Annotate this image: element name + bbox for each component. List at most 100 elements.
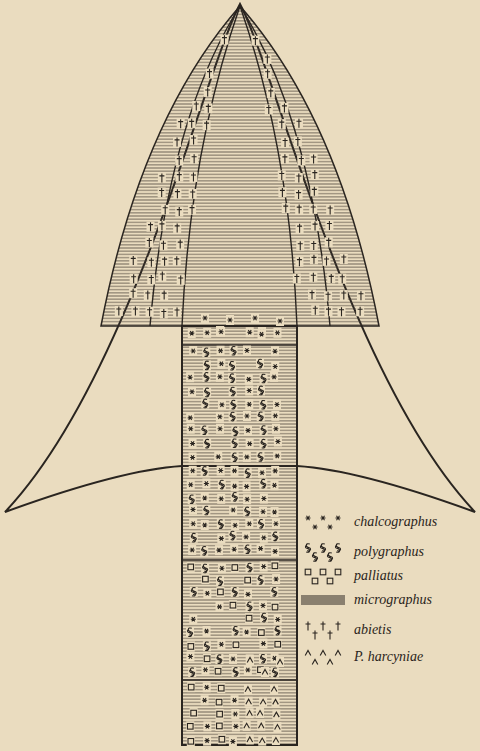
beetle-symbol <box>147 274 155 284</box>
beetle-symbol <box>147 257 155 267</box>
beetle-symbol <box>336 622 341 631</box>
beetle-symbol <box>201 313 209 323</box>
beetle-symbol <box>271 531 279 541</box>
beetle-symbol <box>218 734 226 744</box>
beetle-symbol <box>203 641 211 651</box>
beetle-symbol <box>231 709 239 719</box>
legend-label: palliatus <box>354 568 403 584</box>
beetle-symbol <box>324 306 332 316</box>
beetle-symbol <box>231 563 239 573</box>
beetle-symbol <box>310 254 318 264</box>
beetle-symbol <box>243 481 251 491</box>
beetle-symbol <box>203 736 211 746</box>
beetle-symbol <box>189 172 197 182</box>
beetle-symbol <box>257 628 265 638</box>
beetle-symbol <box>312 660 318 665</box>
beetle-symbol <box>243 721 251 731</box>
beetle-symbol <box>295 173 303 183</box>
beetle-symbol <box>257 544 265 554</box>
beetle-symbol <box>321 516 326 520</box>
beetle-symbol <box>271 561 279 571</box>
beetle-symbol <box>190 135 198 145</box>
beetle-symbol <box>231 481 239 491</box>
beetle-symbol <box>271 411 279 421</box>
beetle-symbol <box>258 468 266 478</box>
beetle-symbol <box>131 306 139 316</box>
beetle-symbol <box>270 587 278 597</box>
beetle-symbol <box>243 411 251 421</box>
beetle-symbol <box>218 480 226 490</box>
beetle-symbol <box>246 327 254 337</box>
beetle-symbol <box>243 544 251 554</box>
beetle-symbol <box>244 589 252 599</box>
beetle-symbol <box>357 291 365 301</box>
beetle-symbol <box>203 626 211 636</box>
beetle-symbol <box>129 255 137 265</box>
beetle-symbol <box>327 553 332 562</box>
beetle-symbol <box>259 507 267 517</box>
beetle-symbol <box>217 683 225 693</box>
beetle-symbol <box>190 154 198 164</box>
beetle-symbol <box>175 207 183 217</box>
beetle-symbol <box>278 170 286 180</box>
beetle-symbol <box>313 525 318 529</box>
beetle-symbol <box>246 654 254 664</box>
beetle-symbol <box>216 709 224 719</box>
beetle-symbol <box>258 329 266 339</box>
beetle-symbol <box>230 346 238 356</box>
beetle-symbol <box>231 452 239 462</box>
beetle-symbol <box>243 452 251 462</box>
beetle-symbol <box>311 170 319 180</box>
beetle-symbol <box>188 205 196 215</box>
beetle-symbol <box>189 189 197 199</box>
beetle-symbol <box>173 256 181 266</box>
beetle-symbol <box>231 438 239 448</box>
beetle-symbol <box>305 544 310 553</box>
beetle-symbol <box>272 735 280 745</box>
beetle-symbol <box>278 119 286 129</box>
beetle-symbol <box>204 103 212 113</box>
legend-entry: polygraphus <box>298 540 424 564</box>
beetle-symbol <box>273 400 281 410</box>
beetle-symbol <box>232 667 240 677</box>
beetle-symbol <box>173 223 181 233</box>
beetle-symbol <box>243 494 251 504</box>
beetle-symbol <box>271 507 279 517</box>
beetle-symbol <box>260 494 268 504</box>
beetle-symbol <box>200 546 208 556</box>
beetle-symbol <box>259 697 267 707</box>
beetle-symbol <box>229 412 237 422</box>
beetle-symbol <box>260 425 268 435</box>
beetle-symbol <box>217 533 225 543</box>
beetle-symbol <box>270 480 278 490</box>
beetle-symbol <box>203 328 211 338</box>
beetle-symbol <box>271 346 279 356</box>
beetle-symbol <box>335 544 340 553</box>
beetle-symbol <box>228 373 236 383</box>
beetle-symbol <box>327 578 333 584</box>
beetle-symbol <box>201 563 209 573</box>
beetle-symbol <box>158 271 166 281</box>
beetle-symbol <box>146 307 154 317</box>
beetle-symbol <box>295 257 303 267</box>
beetle-symbol <box>192 101 200 111</box>
beetle-symbol <box>187 736 195 746</box>
beetle-symbol <box>308 290 316 300</box>
trunk-dividers <box>182 345 297 680</box>
beetle-symbol <box>356 306 364 316</box>
beetle-symbol <box>256 452 264 462</box>
sector-lines <box>150 6 330 326</box>
beetle-symbol <box>320 651 326 656</box>
beetle-symbol <box>201 574 209 584</box>
beetle-symbol <box>206 69 214 79</box>
legend-entry: micrographus <box>298 588 432 612</box>
beetle-symbol <box>217 519 225 529</box>
beetle-symbol <box>260 533 268 543</box>
beetle-symbol <box>217 466 225 476</box>
beetle-symbol <box>301 596 345 604</box>
beetle-symbol <box>313 631 318 640</box>
beetle-symbol <box>245 386 253 396</box>
beetle-symbol <box>129 288 137 298</box>
beetle-symbol <box>216 587 224 597</box>
beetle-symbol <box>309 272 317 282</box>
